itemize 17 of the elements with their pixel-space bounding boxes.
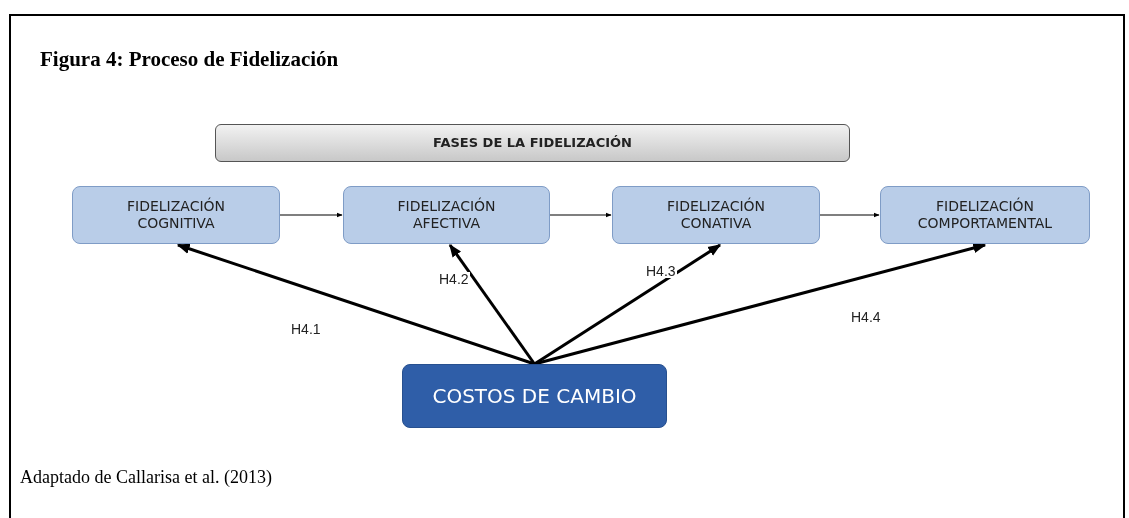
arrow (819, 212, 880, 218)
figure-caption: Adaptado de Callarisa et al. (2013) (20, 466, 272, 489)
header-bar: FASES DE LA FIDELIZACIÓN (215, 124, 850, 162)
arrow (549, 212, 612, 218)
phase-box: FIDELIZACIÓN CONATIVA (612, 186, 820, 244)
edge-label: H4.1 (290, 322, 322, 336)
figure-title: Figura 4: Proceso de Fidelización (40, 46, 339, 73)
phase-box: FIDELIZACIÓN AFECTIVA (343, 186, 550, 244)
source-box: COSTOS DE CAMBIO (402, 364, 667, 428)
edge-label: H4.4 (850, 310, 882, 324)
phase-box: FIDELIZACIÓN COGNITIVA (72, 186, 280, 244)
arrow (176, 243, 535, 366)
arrow (279, 212, 343, 218)
edge-label: H4.3 (645, 264, 677, 278)
arrow (448, 243, 536, 365)
phase-box: FIDELIZACIÓN COMPORTAMENTAL (880, 186, 1090, 244)
edge-label: H4.2 (438, 272, 470, 286)
